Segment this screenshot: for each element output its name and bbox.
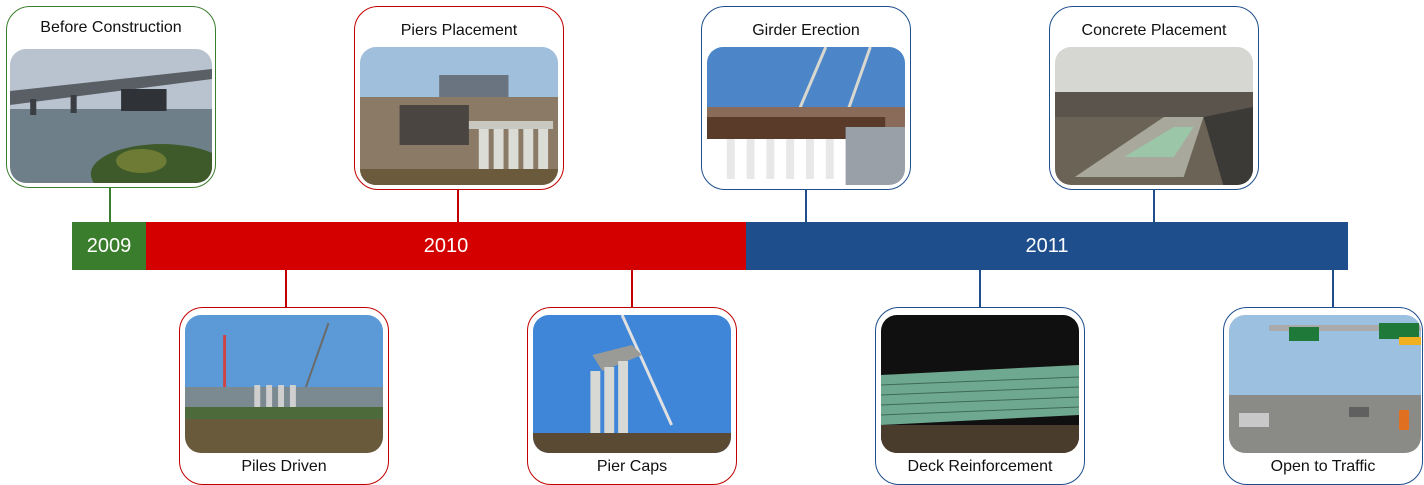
connector-pier-caps <box>631 270 633 307</box>
milestone-card-piles-driven: Piles Driven <box>179 307 389 485</box>
pier-cap-crane-photo <box>533 315 731 453</box>
bridge-river-photo <box>10 49 212 183</box>
connector-before-construction <box>109 188 111 222</box>
milestone-card-concrete-placement: Concrete Placement <box>1049 6 1259 190</box>
pier-columns-photo <box>360 47 558 185</box>
milestone-card-piers-placement: Piers Placement <box>354 6 564 190</box>
connector-piles-driven <box>285 270 287 307</box>
milestone-label: Open to Traffic <box>1270 458 1376 475</box>
milestone-label: Piers Placement <box>400 22 518 39</box>
milestone-label: Pier Caps <box>596 458 668 475</box>
pile-driving-crane-photo <box>185 315 383 453</box>
connector-open-to-traffic <box>1332 270 1334 307</box>
year-bar-2009: 2009 <box>72 222 146 270</box>
bridge-deck-concrete-photo <box>1055 47 1253 185</box>
year-label-2011: 2011 <box>1025 234 1069 257</box>
milestone-label: Piles Driven <box>241 458 327 475</box>
milestone-label: Deck Reinforcement <box>907 458 1053 475</box>
milestone-card-before-construction: Before Construction <box>6 6 216 188</box>
year-label-2010: 2010 <box>423 234 469 257</box>
steel-girders-photo <box>707 47 905 185</box>
milestone-label: Before Construction <box>40 19 182 36</box>
year-bar-2010: 2010 <box>146 222 746 270</box>
rebar-deck-night-photo <box>881 315 1079 453</box>
highway-traffic-photo <box>1229 315 1421 453</box>
connector-girder-erection <box>805 190 807 222</box>
year-label-2009: 2009 <box>86 234 132 257</box>
milestone-label: Concrete Placement <box>1081 22 1227 39</box>
connector-concrete-placement <box>1153 190 1155 222</box>
milestone-card-deck-reinforcement: Deck Reinforcement <box>875 307 1085 485</box>
milestone-card-girder-erection: Girder Erection <box>701 6 911 190</box>
connector-deck-reinforcement <box>979 270 981 307</box>
milestone-label: Girder Erection <box>752 22 860 39</box>
connector-piers-placement <box>457 190 459 222</box>
milestone-card-open-to-traffic: Open to Traffic <box>1223 307 1423 485</box>
milestone-card-pier-caps: Pier Caps <box>527 307 737 485</box>
year-bar-2011: 2011 <box>746 222 1348 270</box>
